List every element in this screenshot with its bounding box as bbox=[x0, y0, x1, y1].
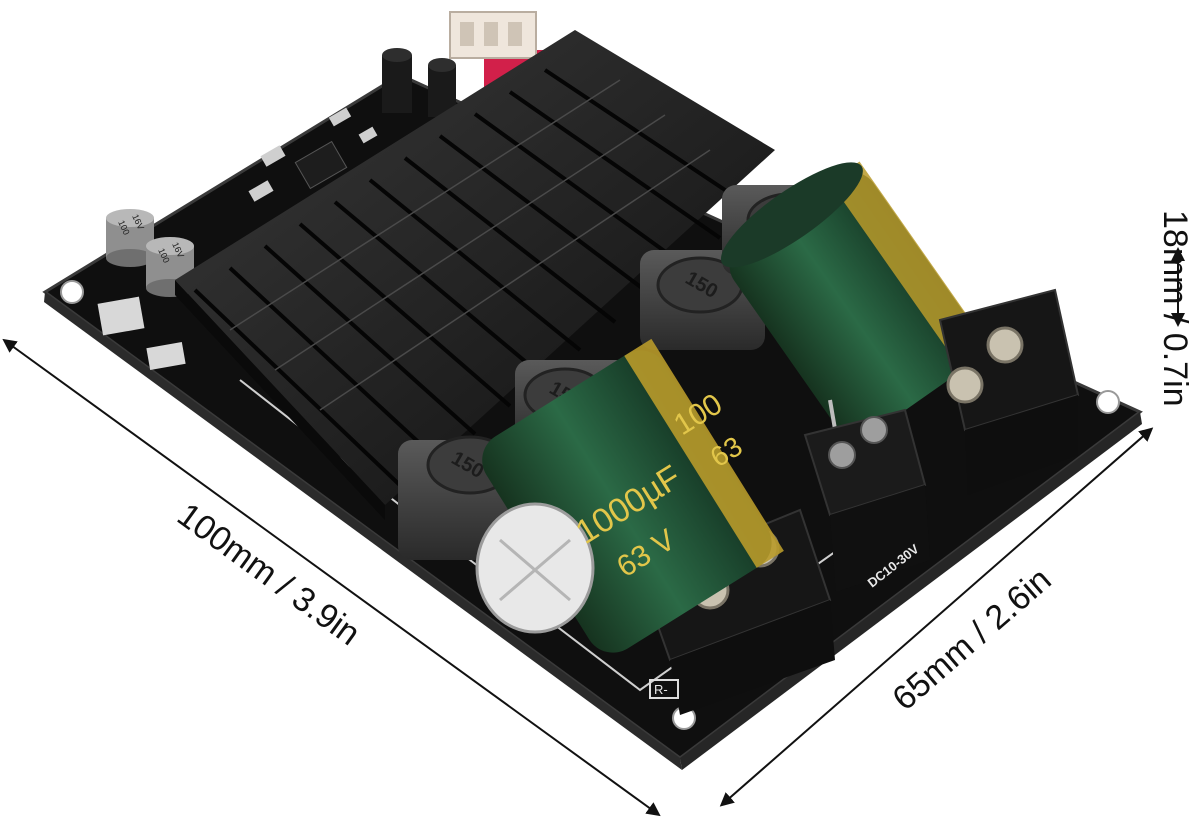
mounting-hole bbox=[1096, 390, 1120, 414]
length-label: 100mm / 3.9in bbox=[170, 496, 367, 653]
dimension-height: 18mm / 0.7in bbox=[1156, 210, 1194, 407]
height-label: 18mm / 0.7in bbox=[1156, 210, 1194, 407]
mounting-hole bbox=[60, 280, 84, 304]
small-capacitor: 100 16V bbox=[106, 209, 154, 267]
channel-label: R- bbox=[654, 682, 668, 697]
smd-components bbox=[248, 107, 378, 202]
small-capacitor-top bbox=[382, 48, 456, 117]
